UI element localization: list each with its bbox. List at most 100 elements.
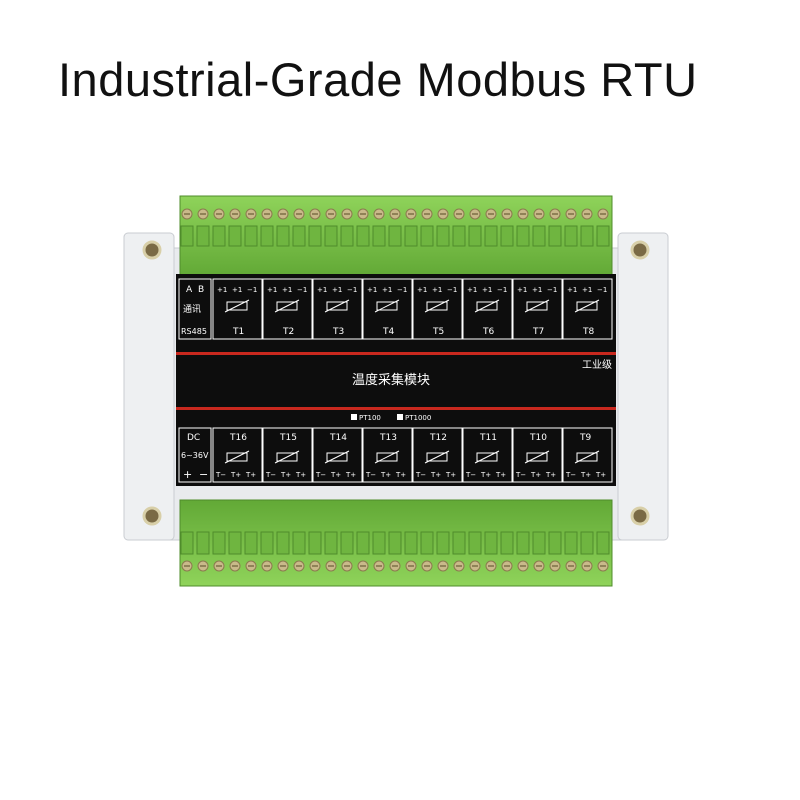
pin-label: +1 [217, 286, 227, 294]
rs485-pin-a: A [186, 285, 193, 295]
terminal-slot [404, 531, 418, 555]
terminal-slot [484, 531, 498, 555]
terminal-slot [580, 531, 594, 555]
pin-label: T+ [245, 471, 256, 479]
terminal-slot [324, 225, 338, 247]
channel-label: T12 [429, 433, 447, 443]
terminal-slot [596, 225, 610, 247]
channel-cell-t10 [512, 427, 563, 483]
channel-cell-t13 [362, 427, 413, 483]
channel-label: T13 [379, 433, 397, 443]
pin-label: T− [515, 471, 526, 479]
mount-hole [630, 506, 650, 526]
terminal-slot [372, 531, 386, 555]
terminal-slot [564, 225, 578, 247]
terminal-slot [212, 225, 226, 247]
terminal-slot [196, 225, 210, 247]
terminal-slot [180, 531, 194, 555]
channel-label: T2 [282, 327, 294, 337]
pin-label: T+ [230, 471, 241, 479]
rtd-symbol [426, 301, 448, 311]
channel-label: T1 [232, 327, 244, 337]
channel-label: T8 [582, 327, 594, 337]
channel-label: T16 [229, 433, 247, 443]
channel-label: T11 [479, 433, 497, 443]
terminal-slot [212, 531, 226, 555]
pin-label: T+ [330, 471, 341, 479]
channel-cell-t2 [262, 278, 313, 340]
pin-label: −1 [297, 286, 307, 294]
pin-label: +1 [567, 286, 577, 294]
mount-hole [142, 240, 162, 260]
power-label: DC [187, 433, 200, 443]
terminal-slot [244, 531, 258, 555]
terminal-slot [308, 225, 322, 247]
channel-cell-t15 [262, 427, 313, 483]
pin-label: T+ [345, 471, 356, 479]
pin-label: +1 [232, 286, 242, 294]
terminal-slot [292, 531, 306, 555]
front-panel [176, 274, 616, 486]
rtd-symbol [326, 452, 348, 462]
terminal-slot [308, 531, 322, 555]
terminal-slot [260, 531, 274, 555]
terminal-slot [420, 531, 434, 555]
pin-label: T− [415, 471, 426, 479]
terminal-slot [468, 531, 482, 555]
voltage-label: 6~36V [181, 451, 209, 460]
channel-label: T5 [432, 327, 444, 337]
terminal-slot [356, 531, 370, 555]
channel-cell-t9 [562, 427, 613, 483]
terminal-slot [532, 531, 546, 555]
terminal-slot [356, 225, 370, 247]
pin-label: T− [465, 471, 476, 479]
rtd-symbol [376, 452, 398, 462]
pin-label: T+ [545, 471, 556, 479]
mount-hole [630, 240, 650, 260]
terminal-slot [564, 531, 578, 555]
channel-label: T10 [529, 433, 547, 443]
rtd-symbol [576, 301, 598, 311]
channel-cell-t16 [212, 427, 263, 483]
channel-cell-t6 [462, 278, 513, 340]
channel-cell-t3 [312, 278, 363, 340]
terminal-slot [196, 531, 210, 555]
channel-label: T15 [279, 433, 297, 443]
pin-label: +1 [532, 286, 542, 294]
rtd-symbol [476, 301, 498, 311]
terminal-slot [244, 225, 258, 247]
rs485-pin-b: B [198, 285, 204, 295]
rtd-symbol [426, 452, 448, 462]
rtd-symbol [526, 452, 548, 462]
pt100-checkbox [351, 414, 357, 420]
mount-hole [142, 506, 162, 526]
pin-label: T+ [395, 471, 406, 479]
rtd-symbol [326, 301, 348, 311]
pin-label: −1 [597, 286, 607, 294]
channel-cell-t7 [512, 278, 563, 340]
pin-label: −1 [397, 286, 407, 294]
terminal-slot [484, 225, 498, 247]
pin-label: T+ [495, 471, 506, 479]
channel-label: T4 [382, 327, 394, 337]
pin-label: T+ [580, 471, 591, 479]
terminal-slot [500, 531, 514, 555]
pin-label: T− [565, 471, 576, 479]
headline: Industrial-Grade Modbus RTU [58, 53, 698, 106]
pt1000-label: PT1000 [405, 414, 431, 422]
channel-cell-t4 [362, 278, 413, 340]
rs485-cell [178, 278, 212, 340]
pin-label: +1 [517, 286, 527, 294]
channel-label: T6 [482, 327, 494, 337]
pin-label: +1 [332, 286, 342, 294]
housing-right-flange [617, 232, 669, 541]
power-pin-plus: + [183, 468, 192, 481]
rtd-symbol [576, 452, 598, 462]
terminal-slot [436, 225, 450, 247]
terminal-slot [500, 225, 514, 247]
rtd-symbol [276, 301, 298, 311]
pin-label: T+ [445, 471, 456, 479]
pin-label: +1 [367, 286, 377, 294]
terminal-slot [516, 531, 530, 555]
pin-label: −1 [497, 286, 507, 294]
